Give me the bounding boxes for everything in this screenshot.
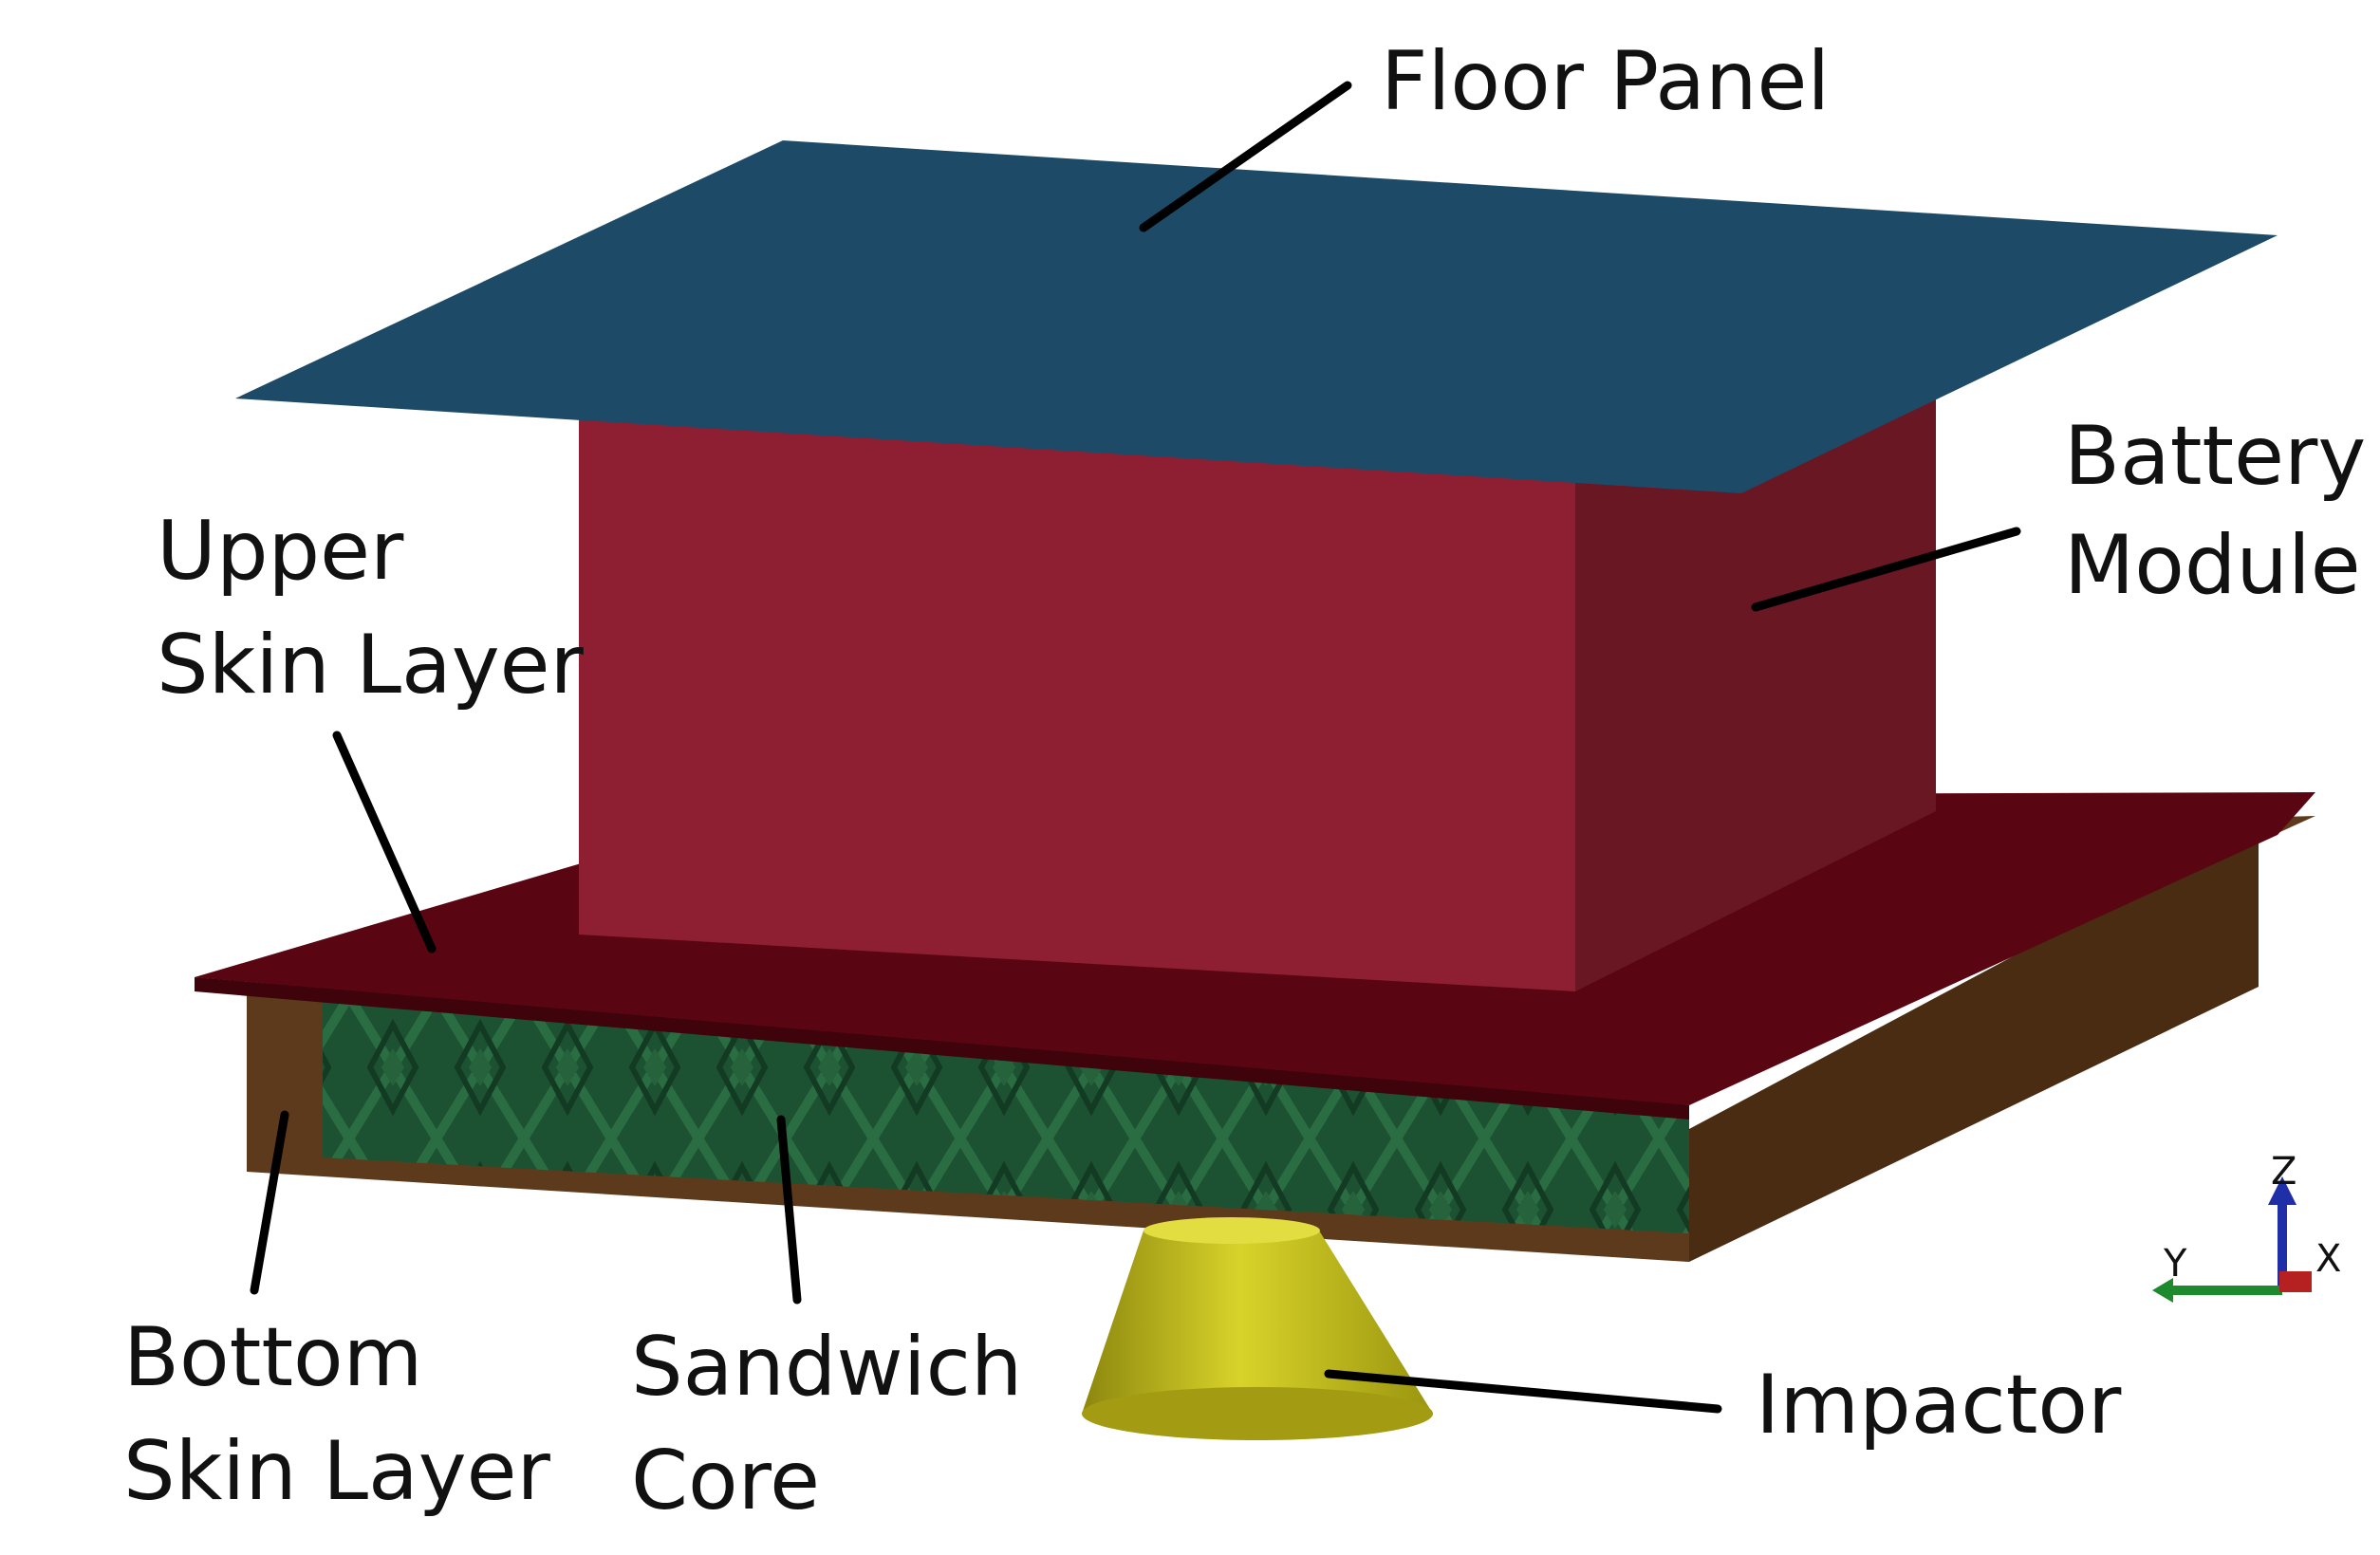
axis-x-marker: [2279, 1271, 2312, 1292]
impactor-label: Impactor: [1756, 1358, 2122, 1453]
upper-skin-label-line2: Skin Layer: [157, 618, 585, 713]
sandwich-core-shade: [323, 987, 1689, 1233]
battery-module: [579, 398, 1936, 991]
axis-y-arrow-icon: [2152, 1278, 2173, 1303]
sandwich-core-label-line2: Core: [631, 1434, 820, 1528]
axis-y-label: Y: [2163, 1242, 2187, 1286]
bottom-skin-label-line1: Bottom: [123, 1310, 422, 1405]
battery-side-face: [1575, 398, 1936, 991]
sandwich-core-leader: [776, 1115, 802, 1305]
axis-z-arrow-icon: [2268, 1176, 2296, 1205]
bottom-skin-label-line2: Skin Layer: [123, 1424, 551, 1519]
axis-triad: Z Y X: [2152, 1150, 2341, 1303]
upper-skin-label-line1: Upper: [157, 504, 404, 599]
bottom-skin-right-side: [1689, 825, 2259, 1262]
axis-x-label: X: [2315, 1237, 2341, 1281]
impactor-leader: [1324, 1369, 1722, 1414]
sandwich-core: [323, 987, 1689, 1233]
floor-panel-leader: [1139, 81, 1352, 232]
impactor-base: [1082, 1387, 1433, 1440]
sandwich-core-label-line1: Sandwich: [631, 1320, 1022, 1415]
upper-skin-leader: [332, 731, 437, 953]
battery-module-label-line2: Module: [2064, 518, 2361, 613]
battery-module-leader: [1751, 527, 2021, 612]
upper-skin-edge: [195, 977, 1689, 1120]
impactor-body: [1082, 1231, 1433, 1414]
floor-panel: [235, 140, 2278, 493]
battery-front-face: [579, 398, 1575, 991]
floor-panel-label: Floor Panel: [1381, 34, 1830, 129]
bottom-skin-leader: [250, 1110, 289, 1295]
impactor-top: [1144, 1217, 1320, 1244]
impactor: [1082, 1217, 1433, 1440]
battery-module-label-line1: Battery: [2064, 409, 2366, 504]
axis-z-label: Z: [2271, 1150, 2296, 1194]
